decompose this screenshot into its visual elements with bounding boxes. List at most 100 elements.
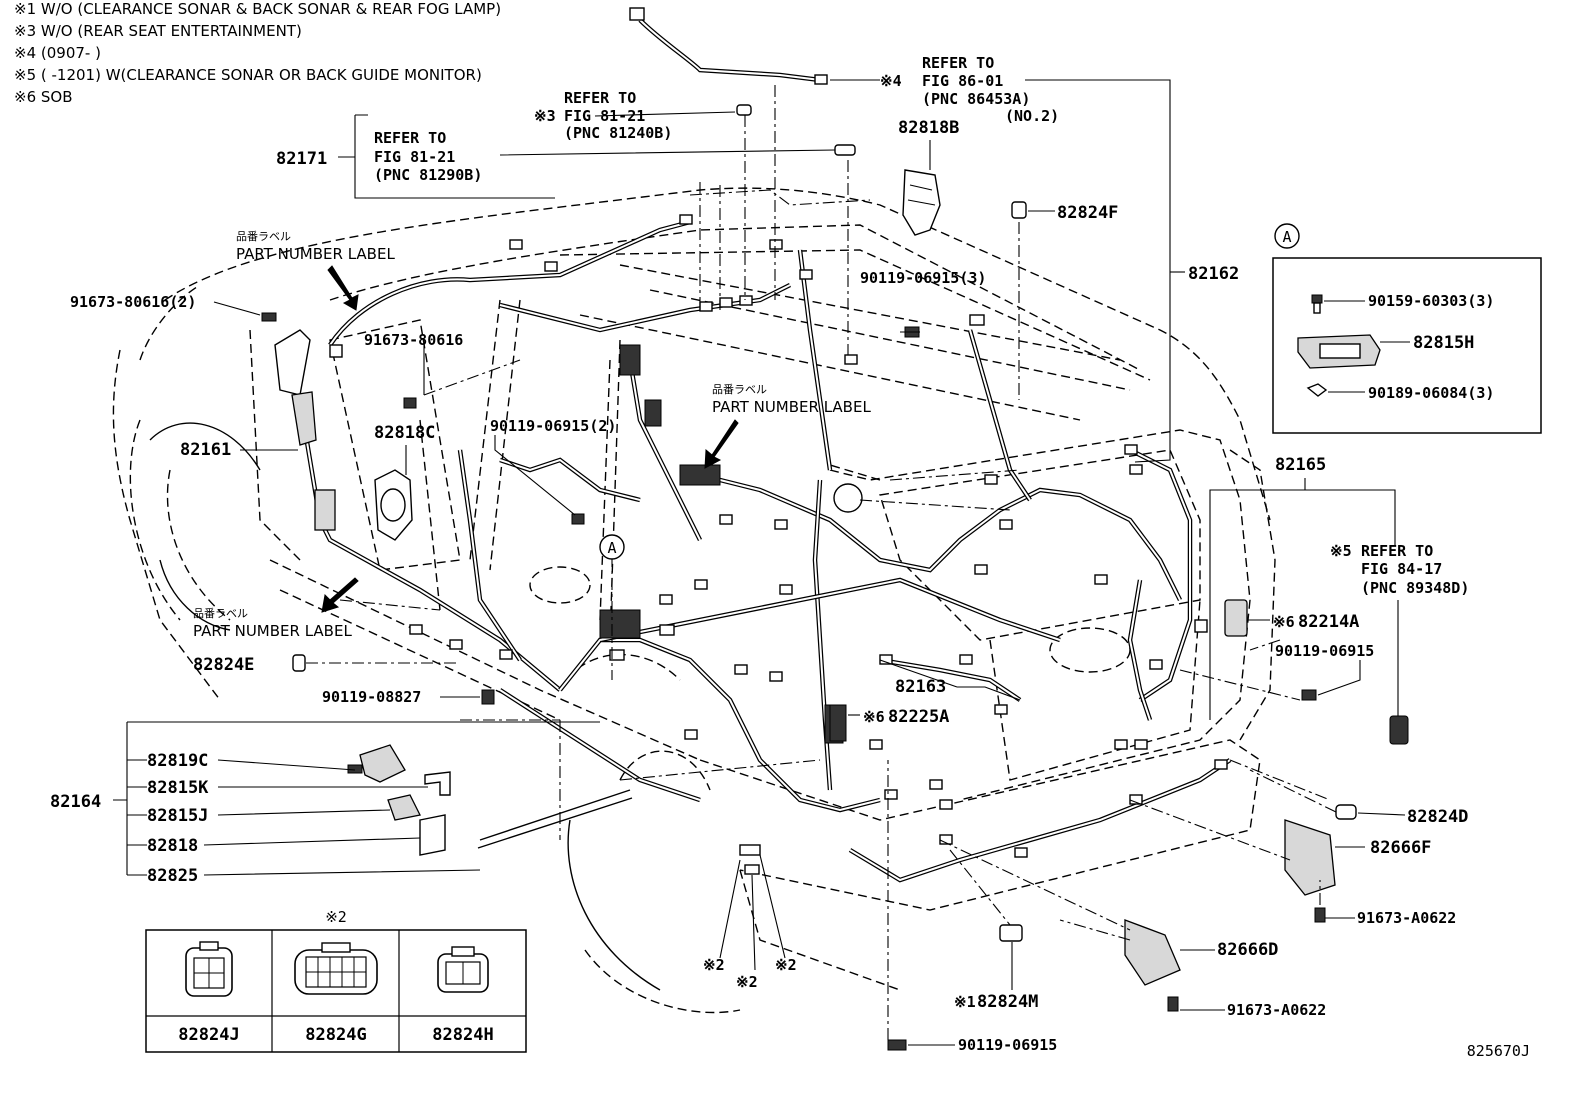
note-6: ※6 SOB — [14, 88, 73, 106]
label-82824D: 82824D — [1407, 807, 1468, 827]
part-number-label-notes: 品番ラベル PART NUMBER LABEL 品番ラベル PART NUMBE… — [193, 230, 871, 640]
label-82815H: 82815H — [1413, 333, 1474, 353]
pnl-jp-2: 品番ラベル — [712, 383, 767, 396]
label-82824E: 82824E — [193, 655, 254, 675]
mark-3: ※3 — [534, 107, 556, 125]
ref-81290B-line3: (PNC 81290B) — [374, 166, 482, 184]
pnl-en-3: PART NUMBER LABEL — [193, 622, 352, 640]
label-82666D: 82666D — [1217, 940, 1278, 960]
ref-89348D-line3: (PNC 89348D) — [1361, 579, 1469, 597]
part-82824M-illustration — [999, 924, 1023, 942]
ref-81290B-line2: FIG 81-21 — [374, 148, 455, 166]
ref-89348D-line2: FIG 84-17 — [1361, 560, 1442, 578]
label-82225A: 82225A — [888, 707, 949, 727]
part-82815J-illustration — [387, 794, 421, 821]
part-82815K-illustration — [424, 771, 451, 796]
mark-5: ※5 — [1330, 542, 1352, 560]
label-82818C: 82818C — [374, 423, 435, 443]
ref-81290B-line1: REFER TO — [374, 129, 446, 147]
part-number-label-arrows — [321, 265, 739, 613]
label-82815K: 82815K — [147, 778, 209, 798]
label-90159-60303: 90159-60303(3) — [1368, 292, 1494, 310]
label-82163: 82163 — [895, 677, 946, 697]
connector-82824G-icon — [294, 942, 378, 995]
label-90189-06084: 90189-06084(3) — [1368, 384, 1494, 402]
part-82819C-illustration — [359, 744, 406, 783]
circle-a-label-2: A — [607, 539, 616, 557]
part-82825-illustration — [479, 789, 631, 841]
part-82818-illustration — [419, 814, 446, 856]
label-90119-06915-3: 90119-06915(3) — [860, 269, 986, 287]
connector-table: ※2 82824J — [145, 908, 527, 1053]
connector-label-82824J: 82824J — [178, 1025, 239, 1045]
label-91673-80616: 91673-80616 — [364, 331, 463, 349]
pnl-jp-3: 品番ラベル — [193, 607, 248, 620]
label-82162: 82162 — [1188, 264, 1239, 284]
mark-2c: ※2 — [775, 956, 797, 974]
label-82824F: 82824F — [1057, 203, 1118, 223]
mark-2b: ※2 — [736, 973, 758, 991]
vehicle-body-outline — [112, 187, 1276, 1014]
part-illustrations — [261, 104, 1409, 1051]
circle-a-markers: A A — [599, 223, 1300, 560]
part-82824D-illustration — [1335, 804, 1357, 820]
pnl-jp-1: 品番ラベル — [236, 230, 291, 243]
footnotes: ※1 W/O (CLEARANCE SONAR & BACK SONAR & R… — [14, 0, 501, 106]
label-90119-08827: 90119-08827 — [322, 688, 421, 706]
label-82214A: 82214A — [1298, 612, 1359, 632]
note-3: ※3 W/O (REAR SEAT ENTERTAINMENT) — [14, 22, 302, 40]
leader-lines — [113, 79, 1406, 1046]
mark-4: ※4 — [880, 72, 902, 90]
ref-81240B-line1: REFER TO — [564, 89, 636, 107]
label-91673-80616-2: 91673-80616(2) — [70, 293, 196, 311]
note-5: ※5 ( -1201) W(CLEARANCE SONAR OR BACK GU… — [14, 66, 482, 84]
label-90119-06915-bottom: 90119-06915 — [958, 1036, 1057, 1054]
connector-82824H-icon — [437, 946, 489, 993]
harness-connectors — [329, 7, 1228, 875]
label-82666F: 82666F — [1370, 838, 1431, 858]
connector-82824J-icon — [185, 941, 233, 997]
mark-6a: ※6 — [1273, 613, 1295, 631]
label-90119-06915-2: 90119-06915(2) — [490, 417, 616, 435]
label-82165: 82165 — [1275, 455, 1326, 475]
connector-label-82824H: 82824H — [432, 1025, 493, 1045]
part-82824E-illustration — [292, 654, 306, 672]
label-82825: 82825 — [147, 866, 198, 886]
pnl-en-1: PART NUMBER LABEL — [236, 245, 395, 263]
label-82818B: 82818B — [898, 118, 959, 138]
part-82225A-illustration — [829, 704, 847, 742]
part-82161-illustration — [291, 391, 317, 446]
label-82815J: 82815J — [147, 806, 208, 826]
circle-a-label-1: A — [1282, 228, 1291, 246]
label-82164: 82164 — [50, 792, 101, 812]
part-82666D-illustration — [1124, 919, 1181, 986]
ref-86453A-line1: REFER TO — [922, 54, 994, 72]
ref-89348D-line1: REFER TO — [1361, 542, 1433, 560]
part-82214A-illustration — [1224, 599, 1248, 637]
label-91673-A0622-b: 91673-A0622 — [1227, 1001, 1326, 1019]
ref-81240B-line2: FIG 81-21 — [564, 107, 645, 125]
part-82666F-illustration — [1284, 819, 1336, 896]
ref-81240B-line3: (PNC 81240B) — [564, 124, 672, 142]
ref-86453A-line3: (PNC 86453A) — [922, 90, 1030, 108]
label-91673-A0622-a: 91673-A0622 — [1357, 909, 1456, 927]
figure-id: 825670J — [1467, 1042, 1530, 1060]
label-82171: 82171 — [276, 149, 327, 169]
mark-1: ※1 — [954, 993, 976, 1011]
label-90119-06915-right: 90119-06915 — [1275, 642, 1374, 660]
mark-2a: ※2 — [703, 956, 725, 974]
ref-86453A-line4: (NO.2) — [1005, 107, 1059, 125]
part-labels: 82171 82818B 82824F 82162 91673-80616(2)… — [50, 118, 1530, 1060]
connector-label-82824G: 82824G — [305, 1025, 366, 1045]
ref-86453A-line2: FIG 86-01 — [922, 72, 1003, 90]
note-1: ※1 W/O (CLEARANCE SONAR & BACK SONAR & R… — [14, 0, 501, 18]
label-82819C: 82819C — [147, 751, 208, 771]
part-82824F-illustration — [1011, 201, 1027, 219]
note-4: ※4 (0907- ) — [14, 44, 101, 62]
pnl-en-2: PART NUMBER LABEL — [712, 398, 871, 416]
label-82161: 82161 — [180, 440, 231, 460]
mark-2-top: ※2 — [325, 908, 347, 926]
wiring-harness — [297, 18, 1232, 883]
detail-box-a: 90159-60303(3) 82815H 90189-06084(3) — [1272, 257, 1542, 434]
